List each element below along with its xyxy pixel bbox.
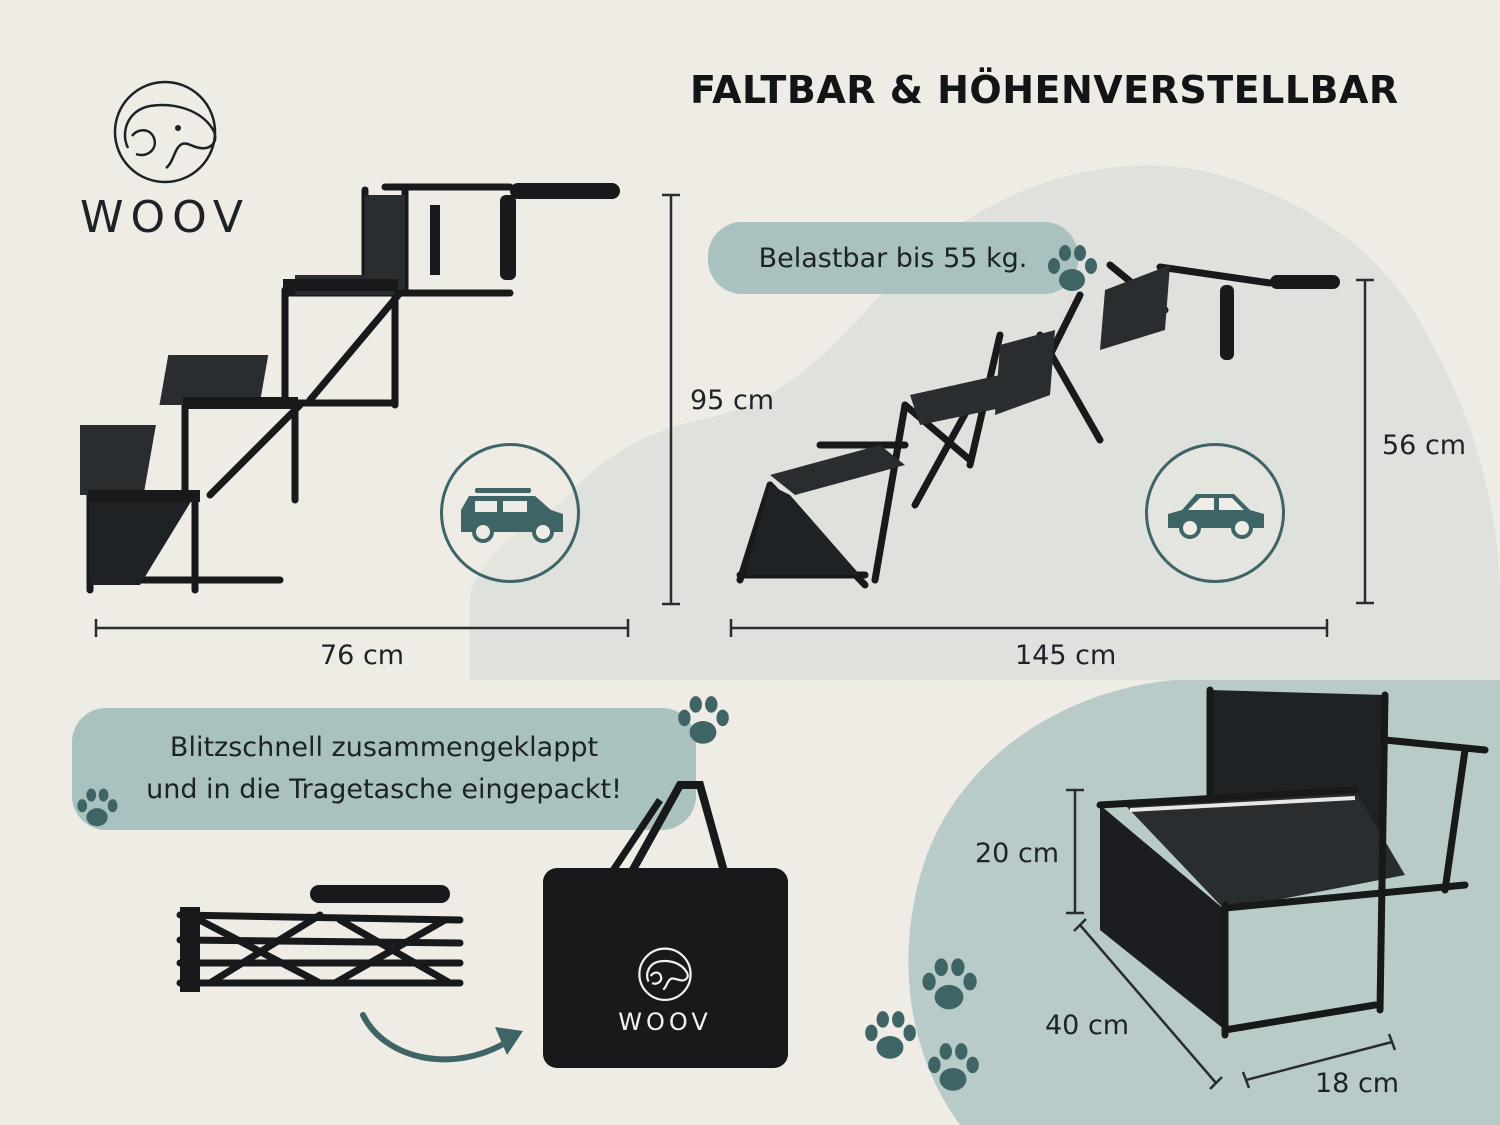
step-closeup-image [1096, 686, 1489, 1039]
load-capacity-text: Belastbar bis 55 kg. [758, 242, 1028, 274]
step-width-label: 40 cm [1045, 1010, 1130, 1041]
bag-brand-name: WOOV [618, 1008, 712, 1036]
paw-print-icon [865, 1011, 916, 1059]
step-depth-label: 18 cm [1315, 1068, 1400, 1099]
folded-stairs-image [176, 885, 464, 992]
stairs-width-label: 76 cm [320, 640, 405, 671]
foldable-text-line2: und in die Tragetasche eingepackt! [146, 774, 622, 805]
brand-name: WOOV [79, 192, 251, 243]
foldable-text-line1: Blitzschnell zusammengeklappt [169, 732, 599, 763]
suv-badge [440, 443, 580, 583]
light-blob-lower [470, 430, 700, 680]
load-capacity-callout: Belastbar bis 55 kg. [708, 222, 1078, 294]
length-dimension-line [729, 619, 1329, 637]
carry-bag: WOOV [540, 780, 790, 1070]
step-height-dimension-line [1066, 788, 1084, 915]
paw-print-icon [1048, 245, 1097, 291]
step-height-label: 20 cm [975, 838, 1060, 869]
ramp-product-image [736, 261, 1340, 589]
suv-car-icon [461, 488, 563, 543]
width-dimension-line [94, 619, 630, 637]
paw-print-icon [77, 788, 118, 827]
carry-bag-shape [543, 781, 788, 1068]
paw-print-icon [922, 958, 977, 1010]
ramp-length-label: 145 cm [1015, 640, 1117, 671]
sedan-badge [1145, 443, 1285, 583]
stairs-height-label: 95 cm [690, 385, 775, 416]
paw-print-icon [928, 1043, 979, 1091]
step-depth-dimension-line [1241, 1033, 1397, 1089]
ramp-height-label: 56 cm [1382, 430, 1467, 461]
page-title: FALTBAR & HÖHENVERSTELLBAR [690, 68, 1399, 112]
step-width-dimension-line [1073, 918, 1223, 1090]
sedan-car-icon [1168, 494, 1264, 539]
dog-head-logo-icon [638, 947, 692, 1001]
ramp-height-dimension-line [1356, 278, 1374, 605]
foldable-callout: Blitzschnell zusammengeklappt und in die… [72, 708, 696, 830]
stairs-product-image [80, 183, 620, 594]
dog-head-logo-icon [113, 80, 217, 184]
paw-print-icon [678, 696, 729, 744]
height-dimension-line [662, 193, 680, 606]
curved-arrow-icon [360, 1012, 523, 1063]
